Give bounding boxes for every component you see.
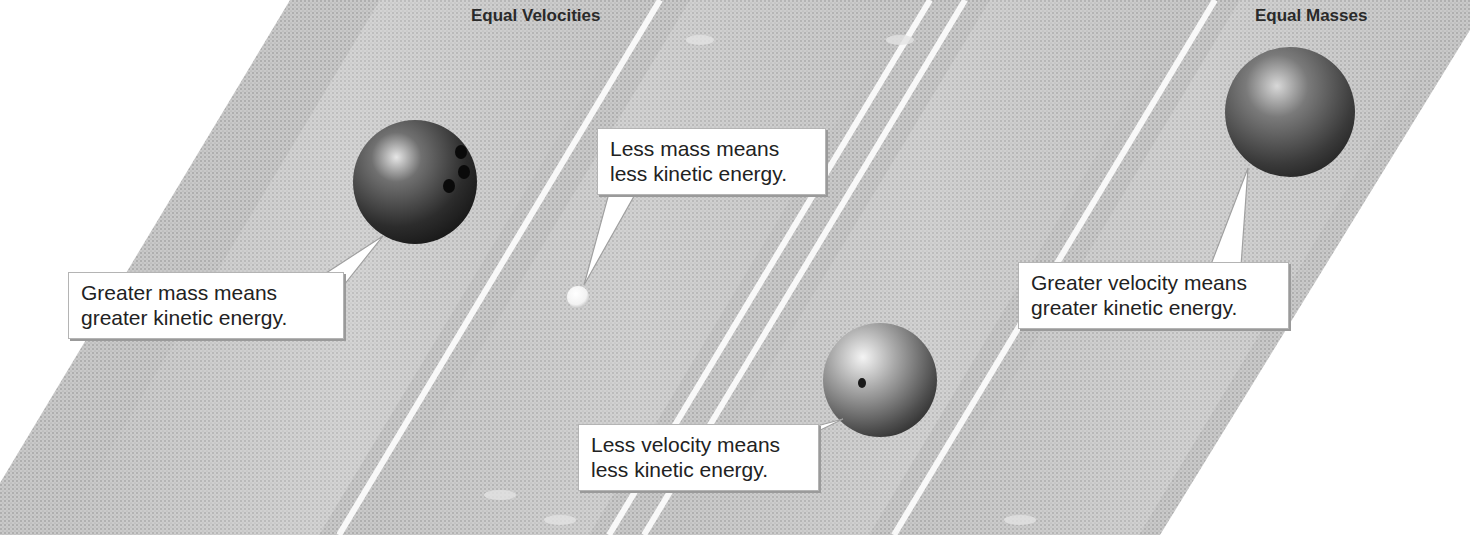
callout-box: Less velocity means less kinetic energy. [578,424,819,491]
lane-heading: Equal Masses [1252,6,1370,26]
callout-text: Greater mass means greater kinetic energ… [81,280,331,330]
callout-text: Less mass means less kinetic energy. [610,136,813,186]
callout-text: Greater velocity means greater kinetic e… [1031,270,1276,320]
callout-text: Less velocity means less kinetic energy. [591,432,806,482]
callout-box: Greater mass means greater kinetic energ… [68,272,344,339]
callout-box: Less mass means less kinetic energy. [597,128,826,195]
callout-box: Greater velocity means greater kinetic e… [1018,262,1289,329]
lane-heading: Equal Velocities [468,6,603,26]
